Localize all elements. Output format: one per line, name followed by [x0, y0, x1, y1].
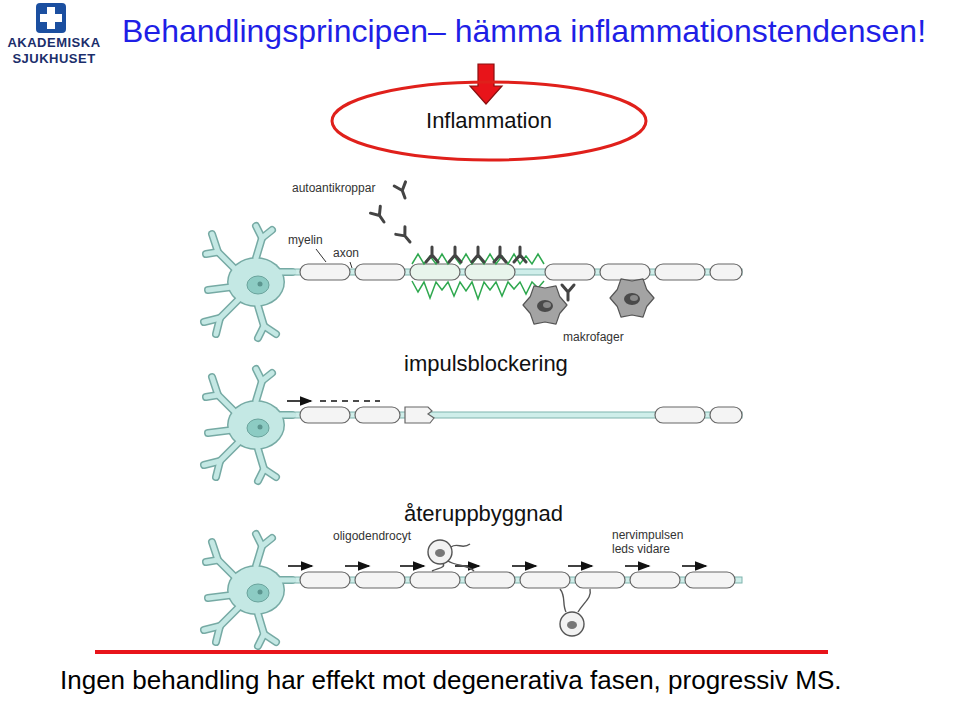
panel-inflammation	[610, 279, 654, 317]
panel-impulse-block	[300, 407, 350, 423]
panel-remyelination	[630, 572, 680, 588]
stage-heading: återuppbyggnad	[404, 501, 563, 527]
panel-inflammation	[494, 247, 506, 262]
oligodendrocyte-cell	[451, 544, 470, 547]
panel-inflammation	[562, 285, 574, 300]
stage-heading: impulsblockering	[404, 351, 568, 377]
panel-impulse-block	[204, 369, 294, 481]
part-label: nervimpulsen leds vidare	[612, 528, 704, 556]
panel-inflammation	[545, 264, 595, 280]
panel-remyelination	[400, 565, 424, 567]
panel-remyelination	[520, 572, 570, 588]
panel-inflammation	[426, 247, 438, 262]
panel-inflammation	[396, 227, 415, 246]
part-label: myelin	[288, 233, 323, 247]
panel-impulse-block	[355, 407, 400, 423]
panel-inflammation	[300, 264, 350, 280]
oligodendrocyte-cell	[578, 589, 590, 612]
oligodendrocyte-cell	[567, 621, 577, 629]
panel-impulse-block	[320, 400, 380, 402]
panel-inflammation	[710, 264, 742, 280]
red-rule	[95, 650, 828, 654]
panel-remyelination	[355, 572, 405, 588]
leader-line	[350, 262, 352, 268]
panel-remyelination	[345, 565, 369, 567]
panel-remyelination	[410, 572, 460, 588]
panel-impulse-block	[710, 407, 742, 423]
logo-symbol	[36, 3, 66, 33]
panel-inflammation	[655, 264, 705, 280]
panel-remyelination	[288, 565, 706, 567]
red-arrow	[470, 64, 502, 104]
panel-inflammation	[300, 264, 742, 280]
panel-inflammation	[370, 206, 388, 225]
oligodendrocyte-cell	[560, 612, 584, 636]
panel-remyelination	[625, 565, 649, 567]
panel-remyelination	[204, 534, 294, 646]
oligodendrocyte-cell	[435, 549, 445, 557]
panel-remyelination	[512, 565, 536, 567]
panel-inflammation	[449, 247, 461, 262]
part-label: autoantikroppar	[292, 181, 375, 195]
panel-inflammation	[410, 264, 460, 280]
panel-inflammation	[600, 264, 650, 280]
page-title: Behandlingsprincipen– hämma inflammation…	[122, 13, 926, 50]
panel-remyelination	[300, 572, 350, 588]
ellipse-node: Inflammation	[330, 80, 648, 162]
panel-impulse-block	[405, 407, 434, 423]
ellipse-outline	[332, 82, 646, 160]
oligodendrocyte-cell	[448, 561, 474, 571]
panel-remyelination	[575, 572, 625, 588]
panel-impulse-block	[655, 407, 705, 423]
panel-remyelination	[465, 572, 515, 588]
panel-remyelination	[300, 572, 735, 588]
panel-remyelination	[568, 565, 592, 567]
oligodendrocyte-cell	[428, 540, 452, 564]
panel-remyelination	[685, 572, 735, 588]
part-label: axon	[333, 246, 359, 260]
panel-remyelination	[682, 565, 706, 567]
panel-inflammation	[523, 286, 567, 324]
node-text: Inflammation	[426, 108, 552, 134]
oligodendrocyte-cell	[428, 540, 590, 636]
logo-symbol	[40, 14, 62, 22]
oligodendrocyte-cell	[560, 589, 566, 612]
panel-inflammation	[465, 264, 515, 280]
panel-inflammation	[204, 182, 742, 338]
panel-inflammation	[394, 182, 410, 200]
panel-inflammation	[355, 264, 405, 280]
panel-inflammation	[412, 281, 544, 299]
panel-inflammation	[472, 247, 484, 262]
panel-inflammation	[514, 247, 526, 262]
panel-impulse-block	[204, 369, 742, 481]
panel-impulse-block	[300, 407, 742, 423]
logo-symbol	[36, 3, 66, 33]
part-label: oligodendrocyt	[333, 529, 411, 543]
panel-inflammation	[204, 226, 294, 338]
leader-line	[316, 249, 326, 262]
logo-text: AKADEMISKA SJUKHUSET	[2, 35, 106, 67]
panel-impulse-block	[287, 400, 311, 402]
panel-remyelination	[288, 565, 312, 567]
part-label: makrofager	[563, 330, 624, 344]
note-caption: Ingen behandling har effekt mot degenera…	[60, 666, 841, 696]
